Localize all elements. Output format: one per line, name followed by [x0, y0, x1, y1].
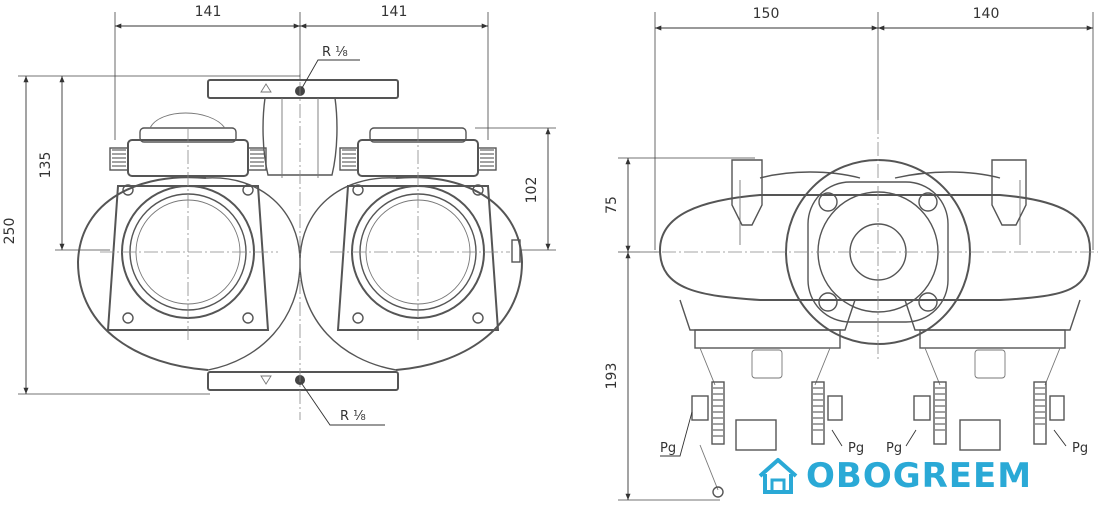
pg-label-3: Pg — [886, 441, 902, 456]
dim-141-b: 141 — [381, 4, 408, 20]
pg-label-1: Pg — [660, 441, 676, 456]
dim-75: 75 — [604, 196, 620, 214]
right-motor-head — [330, 127, 521, 340]
front-view — [18, 12, 556, 426]
brand-name: OBOGREEM — [806, 456, 1033, 496]
port-label-top: R ⅛ — [322, 45, 348, 60]
dim-140: 140 — [973, 6, 1000, 22]
house-icon — [756, 456, 800, 496]
dim-102: 102 — [524, 177, 540, 204]
port-label-bottom: R ⅛ — [340, 409, 366, 424]
pg-label-2: Pg — [848, 441, 864, 456]
cable-glands — [691, 381, 1065, 498]
dim-250: 250 — [2, 218, 18, 245]
dim-150: 150 — [753, 6, 780, 22]
pg-label-4: Pg — [1072, 441, 1088, 456]
dim-135: 135 — [38, 152, 54, 179]
side-view — [618, 12, 1098, 501]
left-motor-head — [100, 112, 278, 340]
brand-logo: OBOGREEM — [756, 456, 1032, 496]
dim-193: 193 — [604, 363, 620, 390]
dim-141-a: 141 — [195, 4, 222, 20]
